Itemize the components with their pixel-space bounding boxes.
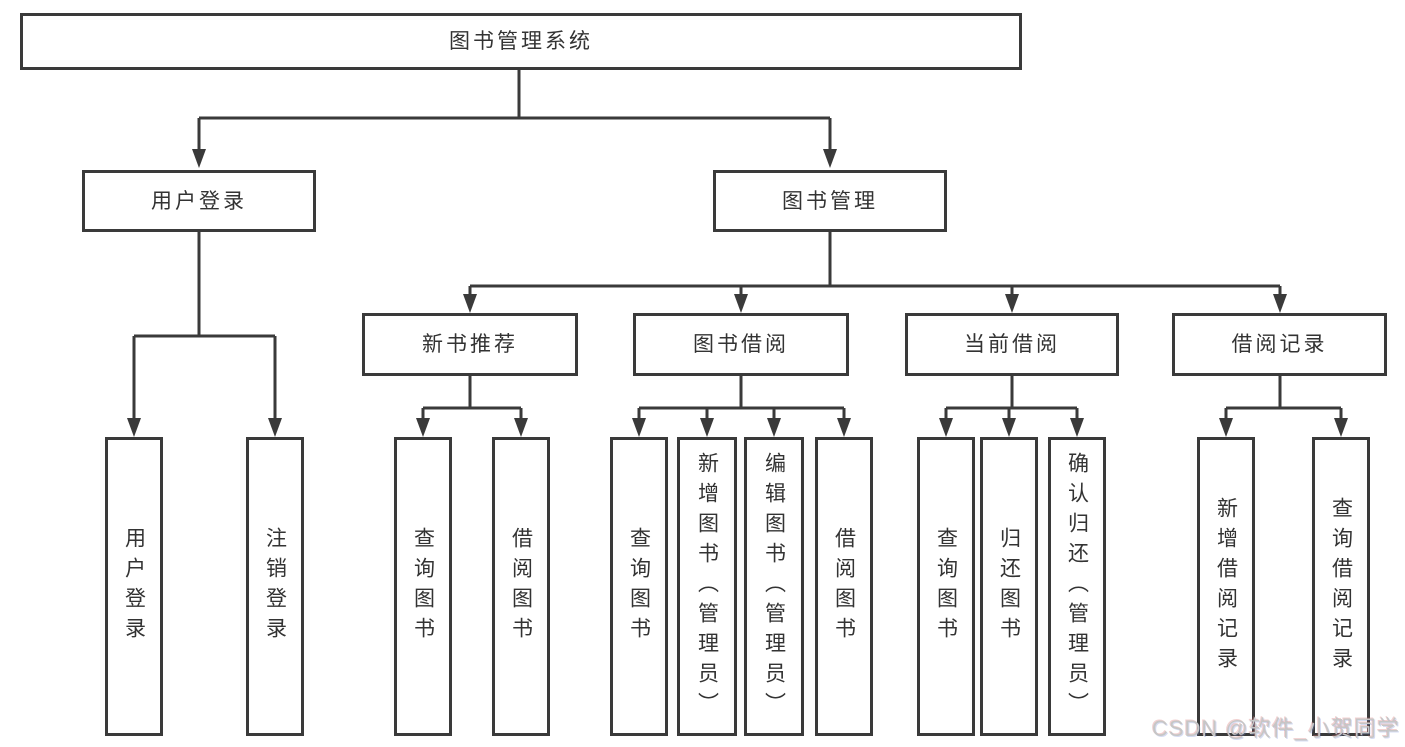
node-borrow-add-books-admin: 新增图书（管理员） [677,437,737,736]
node-records-query-record: 查询借阅记录 [1312,437,1370,736]
arrowhead-icon [268,418,282,437]
node-current-query-books: 查询图书 [917,437,975,736]
arrowhead-icon [1334,418,1348,437]
node-borrow-borrow-books: 借阅图书 [815,437,873,736]
arrowhead-icon [1005,294,1019,313]
csdn-watermark: CSDN @软件_小贺同学 [1151,716,1400,741]
node-current-confirm-return-admin: 确认归还（管理员） [1048,437,1106,736]
arrowhead-icon [939,418,953,437]
arrowhead-icon [837,418,851,437]
arrowhead-icon [632,418,646,437]
connector-book-mgmt-children [463,232,1287,313]
arrowhead-icon [416,418,430,437]
node-user-login-action: 用户登录 [105,437,163,736]
arrowhead-icon [1273,294,1287,313]
node-current-return-books: 归还图书 [980,437,1038,736]
arrowhead-icon [700,418,714,437]
node-newbook-recommend: 新书推荐 [362,313,578,376]
node-book-borrow: 图书借阅 [633,313,849,376]
arrowhead-icon [514,418,528,437]
arrowhead-icon [823,149,837,168]
connector-user-login-children [127,232,282,437]
connector-root-to-level2 [192,69,837,168]
connector-newbook-children [416,376,528,437]
connector-records-children [1219,376,1348,437]
arrowhead-icon [734,294,748,313]
arrowhead-icon [1002,418,1016,437]
arrowhead-icon [1219,418,1233,437]
arrowhead-icon [127,418,141,437]
connector-borrow-children [632,376,851,437]
arrowhead-icon [1070,418,1084,437]
node-newbook-query-books: 查询图书 [394,437,452,736]
node-current-borrow: 当前借阅 [905,313,1119,376]
node-book-mgmt: 图书管理 [713,170,947,232]
arrowhead-icon [192,149,206,168]
node-user-login: 用户登录 [82,170,316,232]
node-borrow-edit-books-admin: 编辑图书（管理员） [744,437,804,736]
arrowhead-icon [463,294,477,313]
node-logout-action: 注销登录 [246,437,304,736]
arrowhead-icon [767,418,781,437]
node-borrow-query-books: 查询图书 [610,437,668,736]
connector-current-children [939,376,1084,437]
node-newbook-borrow-books: 借阅图书 [492,437,550,736]
node-borrow-records: 借阅记录 [1172,313,1387,376]
node-records-add-record: 新增借阅记录 [1197,437,1255,736]
node-root: 图书管理系统 [20,13,1022,70]
